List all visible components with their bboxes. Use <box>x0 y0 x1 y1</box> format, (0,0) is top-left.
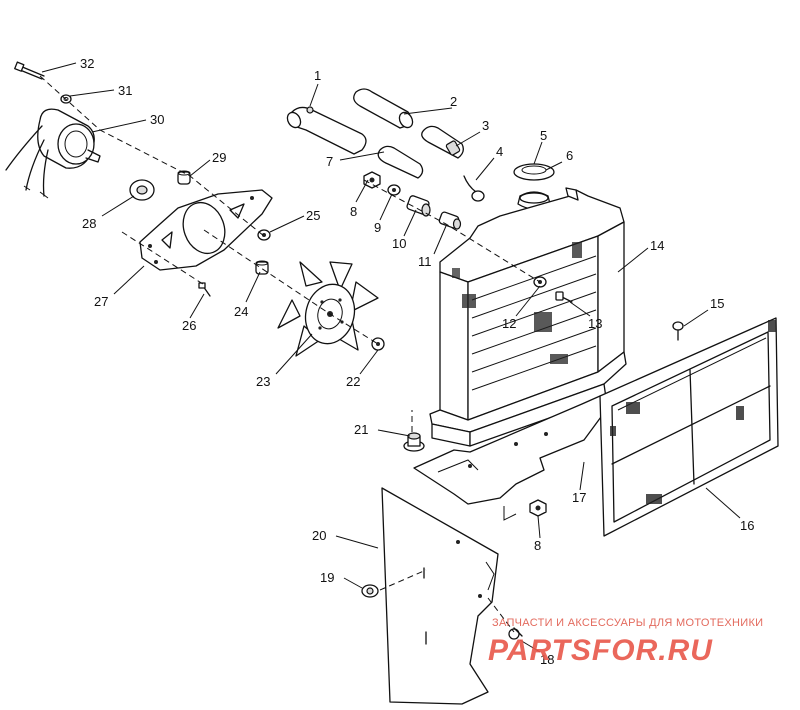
nut-25 <box>257 229 271 241</box>
collar-28 <box>129 179 155 201</box>
callout-14: 14 <box>650 238 664 253</box>
hose-1 <box>286 106 367 155</box>
nut-8-upper <box>363 171 381 189</box>
callout-3: 3 <box>482 118 489 133</box>
callout-15: 15 <box>710 296 724 311</box>
callout-17: 17 <box>572 490 586 505</box>
radiator-screen-16 <box>599 317 779 537</box>
cap-seal-5 <box>513 163 555 181</box>
callout-31: 31 <box>118 83 132 98</box>
watermark-logo: PARTSFOR.RU <box>488 634 713 667</box>
fan-motor-30 <box>5 108 101 199</box>
centerline-screw18 <box>487 597 515 633</box>
callout-9: 9 <box>374 220 381 235</box>
centerline-fan <box>203 229 379 345</box>
side-panel-20 <box>381 487 499 705</box>
callout-23: 23 <box>256 374 270 389</box>
callout-29: 29 <box>212 150 226 165</box>
centerline-motor <box>39 75 265 237</box>
callout-22: 22 <box>346 374 360 389</box>
centerline-bracket <box>121 231 207 287</box>
grommet-21 <box>403 432 425 452</box>
centerline-panel <box>379 569 427 591</box>
callout-24: 24 <box>234 304 248 319</box>
radiator-14 <box>429 187 627 447</box>
hose-3 <box>421 125 464 159</box>
washer-19 <box>361 584 379 598</box>
nut-8-lower <box>529 499 547 517</box>
screw-26 <box>198 282 211 297</box>
watermark-tagline: ЗАПЧАСТИ И АКСЕССУАРЫ ДЛЯ МОТОТЕХНИКИ <box>492 617 763 629</box>
callout-1: 1 <box>314 68 321 83</box>
callout-7: 7 <box>326 154 333 169</box>
callout-32: 32 <box>80 56 94 71</box>
callout-13: 13 <box>588 316 602 331</box>
callout-10: 10 <box>392 236 406 251</box>
callout-21: 21 <box>354 422 368 437</box>
callout-6: 6 <box>566 148 573 163</box>
callout-8-upper: 8 <box>350 204 357 219</box>
leader-lines <box>41 62 741 653</box>
callout-8-lower: 8 <box>534 538 541 553</box>
callout-27: 27 <box>94 294 108 309</box>
screw-15 <box>672 321 684 341</box>
washer-9 <box>387 184 401 196</box>
callout-26: 26 <box>182 318 196 333</box>
callout-4: 4 <box>496 144 503 159</box>
callout-25: 25 <box>306 208 320 223</box>
bushing-10 <box>406 195 431 217</box>
fan-blade-23 <box>277 261 379 357</box>
callout-5: 5 <box>540 128 547 143</box>
callout-28: 28 <box>82 216 96 231</box>
grommet-11 <box>438 211 462 230</box>
clamp-4 <box>463 175 485 202</box>
hose-7 <box>377 145 424 179</box>
callout-19: 19 <box>320 570 334 585</box>
mounting-bracket-27 <box>139 189 273 271</box>
callout-labels: 32 31 30 29 28 25 27 26 24 23 22 1 2 3 4… <box>80 56 754 667</box>
hose-2 <box>353 88 414 129</box>
callout-18: 18 <box>540 652 554 667</box>
callout-12: 12 <box>502 316 516 331</box>
callout-30: 30 <box>150 112 164 127</box>
callout-11: 11 <box>418 254 432 269</box>
bushing-29 <box>177 170 191 185</box>
callout-20: 20 <box>312 528 326 543</box>
callout-2: 2 <box>450 94 457 109</box>
nut-22 <box>371 337 385 351</box>
screw-13 <box>555 291 573 303</box>
screw-18 <box>508 627 523 640</box>
callout-16: 16 <box>740 518 754 533</box>
screw-32 <box>14 61 45 80</box>
mounting-plate-17 <box>413 395 613 521</box>
watermark: ЗАПЧАСТИ И АКСЕССУАРЫ ДЛЯ МОТОТЕХНИКИ PA… <box>488 617 763 667</box>
